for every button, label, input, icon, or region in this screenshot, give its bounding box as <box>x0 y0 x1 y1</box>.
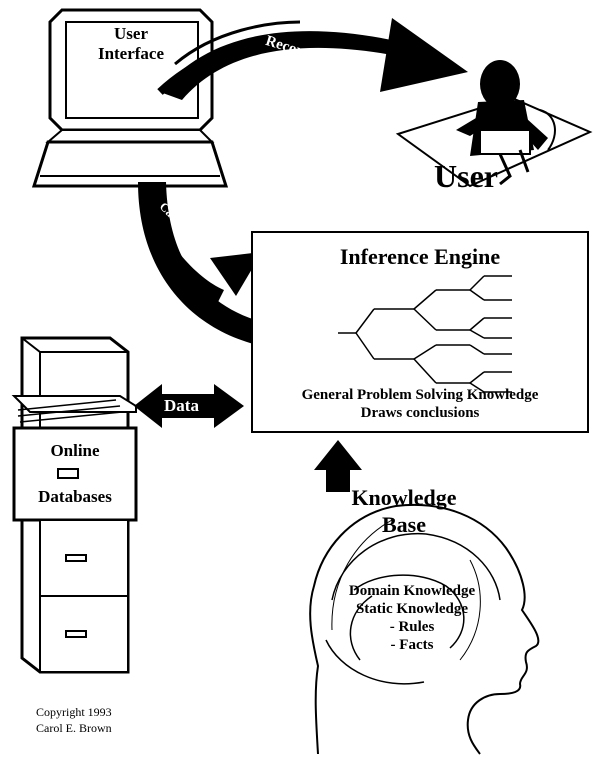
inference-engine-conclusions-label: Draws conclusions <box>360 405 480 421</box>
human-head-icon <box>309 503 540 755</box>
online-databases-line-1: Online <box>50 441 100 460</box>
online-databases-line-2: Databases <box>38 487 112 506</box>
user-label: User <box>434 158 498 194</box>
computer-monitor-icon <box>31 8 229 188</box>
user-interface-line-1: User <box>114 24 148 43</box>
data-double-arrow <box>134 384 244 428</box>
file-cabinet-icon <box>11 336 138 674</box>
inference-engine-title: Inference Engine <box>339 244 501 269</box>
up-arrow <box>314 440 362 492</box>
inference-engine-knowledge-label: General Problem Solving Knowledge <box>301 387 539 403</box>
copyright-line-1: Copyright 1993 <box>36 705 112 719</box>
case-data-arrow <box>138 182 262 346</box>
knowledge-base-title-2: Base <box>382 512 426 537</box>
inference-engine-box <box>251 231 589 433</box>
knowledge-base-item-4: - Facts <box>390 637 434 653</box>
recommendation-arrow <box>157 18 468 100</box>
copyright-line-2: Carol E. Brown <box>36 721 112 735</box>
knowledge-base-item-3: - Rules <box>389 619 435 635</box>
decision-tree-icon <box>338 275 512 393</box>
user-interface-line-2: Interface <box>97 43 165 63</box>
data-arrow-label: Data <box>164 396 199 415</box>
knowledge-base-title-1: Knowledge <box>351 485 457 510</box>
knowledge-base-item-1: Domain Knowledge <box>348 583 476 599</box>
user-at-desk-icon <box>395 60 593 188</box>
knowledge-base-item-2: Static Knowledge <box>355 601 469 617</box>
user-interface-label: User Interface <box>72 24 190 63</box>
